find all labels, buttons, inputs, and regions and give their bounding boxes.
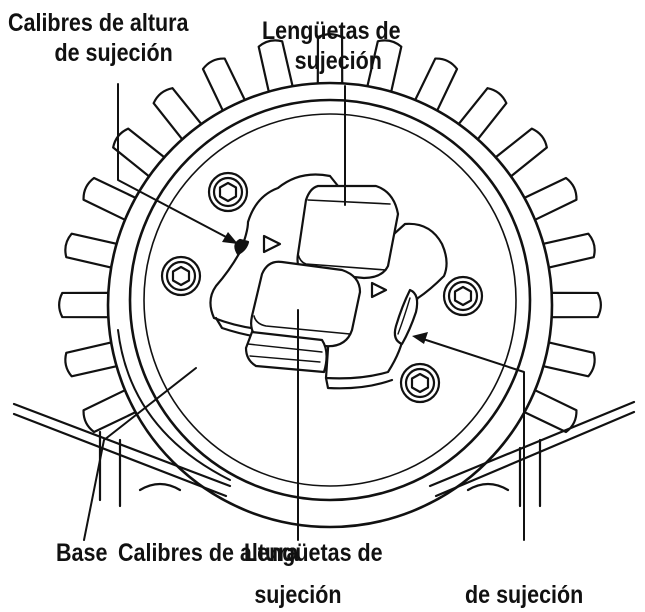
label-clamp-tabs-top-line1: Lengüetas de [262,17,401,45]
height-gauge-slot-right [393,288,419,346]
cooling-fin [366,39,403,93]
cooling-fin [494,127,548,178]
leader-height-gauge-top [117,83,229,239]
cooling-fin [457,87,508,141]
cooling-fin [152,87,203,141]
clamp-tab-lower-face [244,330,328,374]
cooling-fin [550,291,602,319]
label-height-gauges-top-line1: Calibres de altura [8,9,189,37]
cooling-fin [316,33,344,85]
cooling-fin [82,389,137,434]
label-right-bottom: de sujeción [465,581,584,609]
cooling-fin [257,39,294,93]
cooling-fin [64,341,118,378]
screw-left [160,255,202,297]
screw-bottom-right [399,362,441,404]
label-clamp-tabs-bottom-line2: sujeción [254,581,342,609]
leader-lines [83,83,525,541]
clamp-body-right [324,222,448,380]
screw-top-left [207,171,249,213]
cooling-fin [112,127,166,178]
leader-base [83,367,197,541]
cooling-fin [58,291,110,319]
label-base: Base [56,539,108,567]
clamp-body-right-lip [324,376,394,390]
cooling-fin [64,232,118,269]
alignment-triangle-left [262,234,282,254]
label-clamp-tabs-bottom: Lengüetas de sujeción [244,538,383,610]
cooling-fin [523,176,578,221]
clamp-tab-upper [296,184,400,280]
screw-right [442,275,484,317]
cooling-fin [542,232,596,269]
cooling-fin [414,57,459,112]
label-height-gauges-bottom: Calibres de altura [118,539,299,567]
cooling-fin [542,341,596,378]
leader-height-gauge-bottom [419,337,525,541]
label-height-gauges-top-line2: de sujeción [54,39,173,67]
cooling-fin [201,57,246,112]
label-clamp-tabs-bottom-line1: Lengüetas de [244,539,383,567]
alignment-triangle-right [370,281,388,299]
label-clamp-tabs-top: Lengüetas de sujeción [262,16,401,76]
cooling-fin [82,176,137,221]
label-clamp-tabs-top-line2: sujeción [294,47,382,75]
carriage-rails [12,400,636,508]
base-inner-ring [143,113,517,487]
label-height-gauges-top: Calibres de altura de sujeción [8,8,188,68]
cooling-fin [523,389,578,434]
cooling-fins [58,33,602,434]
base-edge-shadow [117,329,231,481]
